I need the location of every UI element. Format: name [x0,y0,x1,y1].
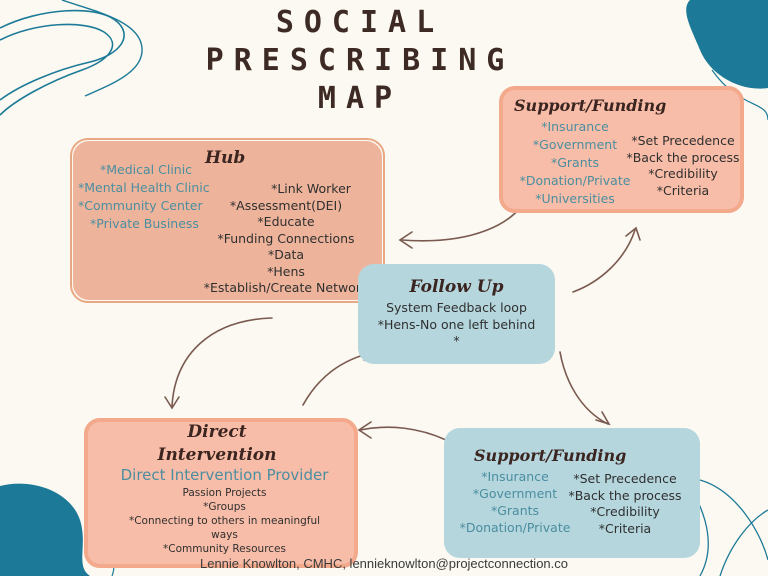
list-item: *Groups [203,501,246,513]
arrow-head [164,396,180,410]
list-item: *Connecting to others in meaningful [128,515,321,527]
list-item: *Private Business [90,216,199,231]
squiggle-line [0,23,114,116]
list-item: *Insurance [541,119,609,134]
list-item: *Hens [267,263,305,279]
list-item: *Set Precedence [631,133,735,148]
hub-heading: Hub [205,148,246,168]
arrow-hub-to-direct [171,317,273,407]
support-top-left-list: *Insurance *Government *Grants *Donation… [510,119,640,208]
list-item: *Universities [535,191,615,206]
arrow-head [595,411,611,426]
list-item: *Mental Health Clinic [78,180,210,195]
list-item: *Establish/Create Network [203,280,369,295]
heading-line: Intervention [157,445,277,465]
list-item: *Government [472,486,558,501]
support-bottom-left-list: *Insurance *Government *Grants *Donation… [452,469,578,537]
list-item: *Credibility [648,166,718,181]
list-item: *Set Precedence [573,471,677,486]
list-item: *Link Worker [271,181,351,196]
squiggle-line [61,0,143,97]
direct-list: Passion Projects *Groups *Connecting to … [84,486,365,556]
arrow-head [625,226,641,241]
arrow-head [398,231,413,249]
arrow-followup-to-support [572,229,636,293]
title-line: PRESCRIBING [205,43,515,78]
arrow-followup-to-support-bottom [559,351,609,425]
heading-line: Direct [187,422,247,442]
arrow-head [357,421,372,439]
list-item: ways [211,529,238,541]
hub-right-list: *Link Worker *Assessment(DEI) *Educate *… [200,181,372,297]
list-item: * [453,333,460,348]
list-item: Passion Projects [182,487,267,499]
list-item: *Criteria [656,182,710,198]
list-item: *Data [267,247,305,262]
squiggle-line [0,9,125,101]
title-line: SOCIAL [275,5,445,40]
support-bottom-right-list: *Set Precedence *Back the process *Credi… [562,471,688,537]
follow-up-heading: Follow Up [409,277,504,297]
list-item: *Educate [257,214,315,229]
direct-intervention-box [84,418,358,568]
support-bottom-box [444,428,700,558]
list-item: *Grants [490,503,540,518]
list-item: *Funding Connections [217,230,355,246]
direct-heading: Direct Intervention [84,421,350,467]
list-item: *Insurance [481,469,549,484]
footer-credit: Lennie Knowlton, CMHC, lennieknowlton@pr… [199,556,568,571]
corner-blob [686,0,768,89]
hub-left-list: *Medical Clinic [100,162,192,179]
list-item: *Back the process [568,487,682,503]
squiggle-line [699,479,768,561]
list-item: *Grants [550,155,600,170]
list-item: *Credibility [590,504,660,519]
list-item: *Community Resources [163,543,286,555]
title-line: MAP [317,81,403,116]
list-item: System Feedback loop [386,300,527,315]
page-title: SOCIAL PRESCRIBING MAP [200,4,520,118]
list-item: *Assessment(DEI) [229,197,343,213]
support-top-heading: Support/Funding [514,96,667,115]
follow-up-box [358,264,555,364]
list-item: *Community Center [78,198,203,213]
support-top-right-list: *Set Precedence *Back the process *Credi… [622,133,744,199]
support-bottom-heading: Support/Funding [474,446,627,465]
list-item: *Donation/Private [519,173,631,188]
arrow-support-bottom-to-direct [359,426,447,441]
list-item: *Hens-No one left behind [377,316,536,332]
list-item: *Government [532,137,618,152]
list-item: *Back the process [626,149,740,165]
list-item: *Medical Clinic [100,162,193,177]
support-top-box [499,86,744,213]
direct-provider-label: Direct Intervention Provider [120,466,329,484]
follow-up-list: System Feedback loop *Hens-No one left b… [358,300,555,350]
list-item: *Donation/Private [459,520,571,535]
hub-left-list: *Mental Health Clinic *Community Center … [78,180,210,233]
squiggle-line [698,0,768,73]
hub-box [70,138,385,303]
list-item: *Criteria [598,520,652,536]
